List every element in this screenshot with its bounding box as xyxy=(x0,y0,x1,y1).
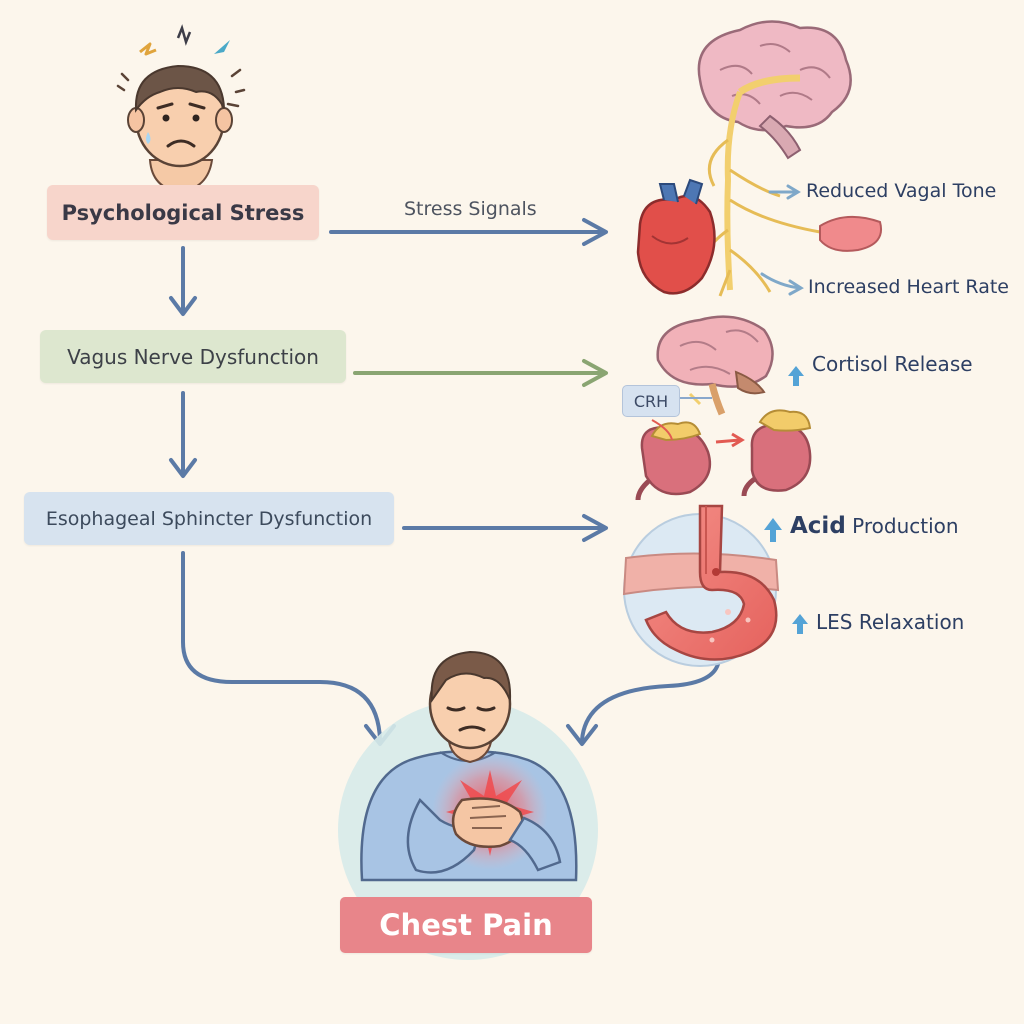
arrow-stomach-to-pain xyxy=(580,662,720,742)
crh-label: CRH xyxy=(622,385,680,417)
node-label: Vagus Nerve Dysfunction xyxy=(67,344,319,369)
effect-acid-production: Acid Production xyxy=(790,513,959,539)
effect-cortisol-release: Cortisol Release xyxy=(812,352,973,376)
node-psychological-stress: Psychological Stress xyxy=(47,185,319,240)
chest-pain-person-illustration xyxy=(338,650,598,960)
stomach-illustration xyxy=(622,504,780,667)
edge-label-stress-signals: Stress Signals xyxy=(404,198,537,220)
arrow-les-to-pain xyxy=(181,551,382,742)
effect-les-relaxation: LES Relaxation xyxy=(816,610,965,634)
brain-vagus-illustration xyxy=(696,20,882,297)
effect-acid-bold: Acid xyxy=(790,513,846,539)
increase-arrows xyxy=(764,366,808,634)
effect-acid-rest: Production xyxy=(845,514,959,538)
node-vagus-nerve-dysfunction: Vagus Nerve Dysfunction xyxy=(40,330,346,383)
hypothalamus-brain-illustration xyxy=(656,315,774,416)
effect-arrows-top xyxy=(760,184,804,296)
adrenal-glands-illustration xyxy=(635,397,812,501)
node-esophageal-sphincter-dysfunction: Esophageal Sphincter Dysfunction xyxy=(24,492,394,545)
node-label: Esophageal Sphincter Dysfunction xyxy=(45,507,373,530)
node-label: Chest Pain xyxy=(379,908,553,942)
flow-arrows xyxy=(169,218,720,746)
node-chest-pain: Chest Pain xyxy=(340,897,592,953)
effect-reduced-vagal-tone: Reduced Vagal Tone xyxy=(806,180,997,202)
stressed-person-illustration xyxy=(116,24,246,194)
node-label: Psychological Stress xyxy=(61,200,305,225)
effect-increased-heart-rate: Increased Heart Rate xyxy=(808,276,1009,298)
heart-illustration xyxy=(636,178,716,295)
